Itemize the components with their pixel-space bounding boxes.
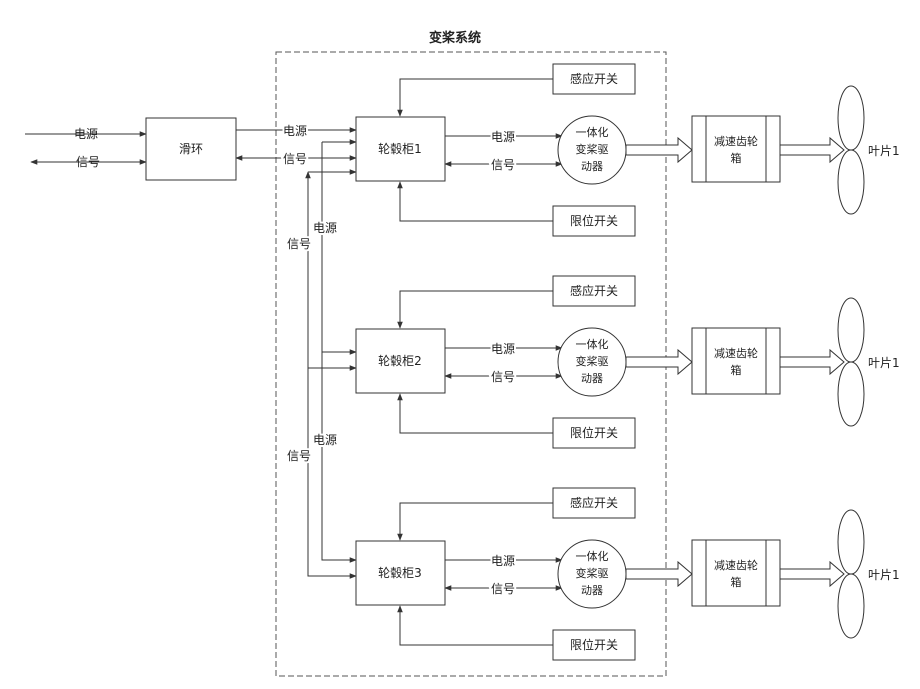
blade-upper-lobe: [838, 298, 864, 362]
bus-signal-label-mid1: 信号: [287, 237, 311, 251]
power-label: 电源: [491, 342, 515, 356]
drive-to-gearbox-arrow: [626, 350, 692, 374]
signal-label: 信号: [491, 582, 515, 596]
blade-lower-lobe: [838, 362, 864, 426]
gearbox-box: [692, 540, 780, 606]
drive-line-1: 一体化: [576, 125, 609, 139]
gearbox-line-2: 箱: [731, 363, 742, 377]
gearbox-to-blade-arrow: [780, 138, 844, 162]
bus-signal-vertical: [308, 172, 356, 368]
gearbox-line-2: 箱: [731, 575, 742, 589]
sensor-switch-label: 感应开关: [570, 71, 618, 86]
blade-upper-lobe: [838, 510, 864, 574]
cabinet-label: 轮毂柜3: [378, 566, 422, 580]
drive-to-gearbox-arrow: [626, 138, 692, 162]
drive-line-3: 动器: [581, 584, 603, 597]
sensor-switch-link: [400, 291, 553, 328]
power-label: 电源: [491, 554, 515, 568]
drive-line-1: 一体化: [576, 549, 609, 563]
gearbox-line-2: 箱: [731, 151, 742, 165]
bus-signal-to-cabinet3: [308, 368, 356, 576]
bus-power-label-mid2: 电源: [313, 433, 337, 447]
gearbox-to-blade-arrow: [780, 562, 844, 586]
drive-line-2: 变桨驱: [576, 354, 609, 368]
channel-2: 感应开关 轮毂柜2 电源 信号 一体化 变桨驱 动器 减速齿轮 箱 叶片1 限位…: [356, 276, 900, 448]
gearbox-line-1: 减速齿轮: [714, 346, 758, 360]
blade-label: 叶片1: [868, 568, 900, 582]
limit-switch-link: [400, 182, 553, 221]
signal-label: 信号: [491, 370, 515, 384]
bus-power-to-cabinet3: [322, 352, 356, 560]
cabinet-label: 轮毂柜2: [378, 354, 422, 368]
bus-power-label-mid1: 电源: [313, 221, 337, 235]
system-title: 变桨系统: [429, 30, 481, 46]
limit-switch-label: 限位开关: [570, 425, 618, 440]
drive-line-3: 动器: [581, 160, 603, 173]
gearbox-line-1: 减速齿轮: [714, 134, 758, 148]
bus-signal-label-top: 信号: [283, 152, 307, 166]
blade-upper-lobe: [838, 86, 864, 150]
sensor-switch-link: [400, 503, 553, 540]
input-signal-label: 信号: [76, 155, 100, 169]
blade-lower-lobe: [838, 574, 864, 638]
limit-switch-label: 限位开关: [570, 637, 618, 652]
blade-label: 叶片1: [868, 356, 900, 370]
gearbox-box: [692, 116, 780, 182]
channel-3: 感应开关 轮毂柜3 电源 信号 一体化 变桨驱 动器 减速齿轮 箱 叶片1 限位…: [356, 488, 900, 660]
bus-signal-label-mid2: 信号: [287, 449, 311, 463]
blade-lower-lobe: [838, 150, 864, 214]
blade-label: 叶片1: [868, 144, 900, 158]
bus-power-vertical: [322, 142, 356, 352]
input-power-label: 电源: [74, 127, 98, 141]
slip-ring-label: 滑环: [179, 142, 203, 156]
limit-switch-label: 限位开关: [570, 213, 618, 228]
bus-power-label-top: 电源: [283, 124, 307, 138]
drive-line-3: 动器: [581, 372, 603, 385]
gearbox-box: [692, 328, 780, 394]
limit-switch-link: [400, 394, 553, 433]
channel-1: 感应开关 轮毂柜1 电源 信号 一体化 变桨驱 动器 减速齿轮 箱 叶片1 限位…: [356, 64, 900, 236]
sensor-switch-link: [400, 79, 553, 116]
power-label: 电源: [491, 130, 515, 144]
drive-line-2: 变桨驱: [576, 566, 609, 580]
drive-line-2: 变桨驱: [576, 142, 609, 156]
gearbox-line-1: 减速齿轮: [714, 558, 758, 572]
sensor-switch-label: 感应开关: [570, 495, 618, 510]
limit-switch-link: [400, 606, 553, 645]
sensor-switch-label: 感应开关: [570, 283, 618, 298]
signal-label: 信号: [491, 158, 515, 172]
drive-line-1: 一体化: [576, 337, 609, 351]
gearbox-to-blade-arrow: [780, 350, 844, 374]
drive-to-gearbox-arrow: [626, 562, 692, 586]
cabinet-label: 轮毂柜1: [378, 142, 422, 156]
